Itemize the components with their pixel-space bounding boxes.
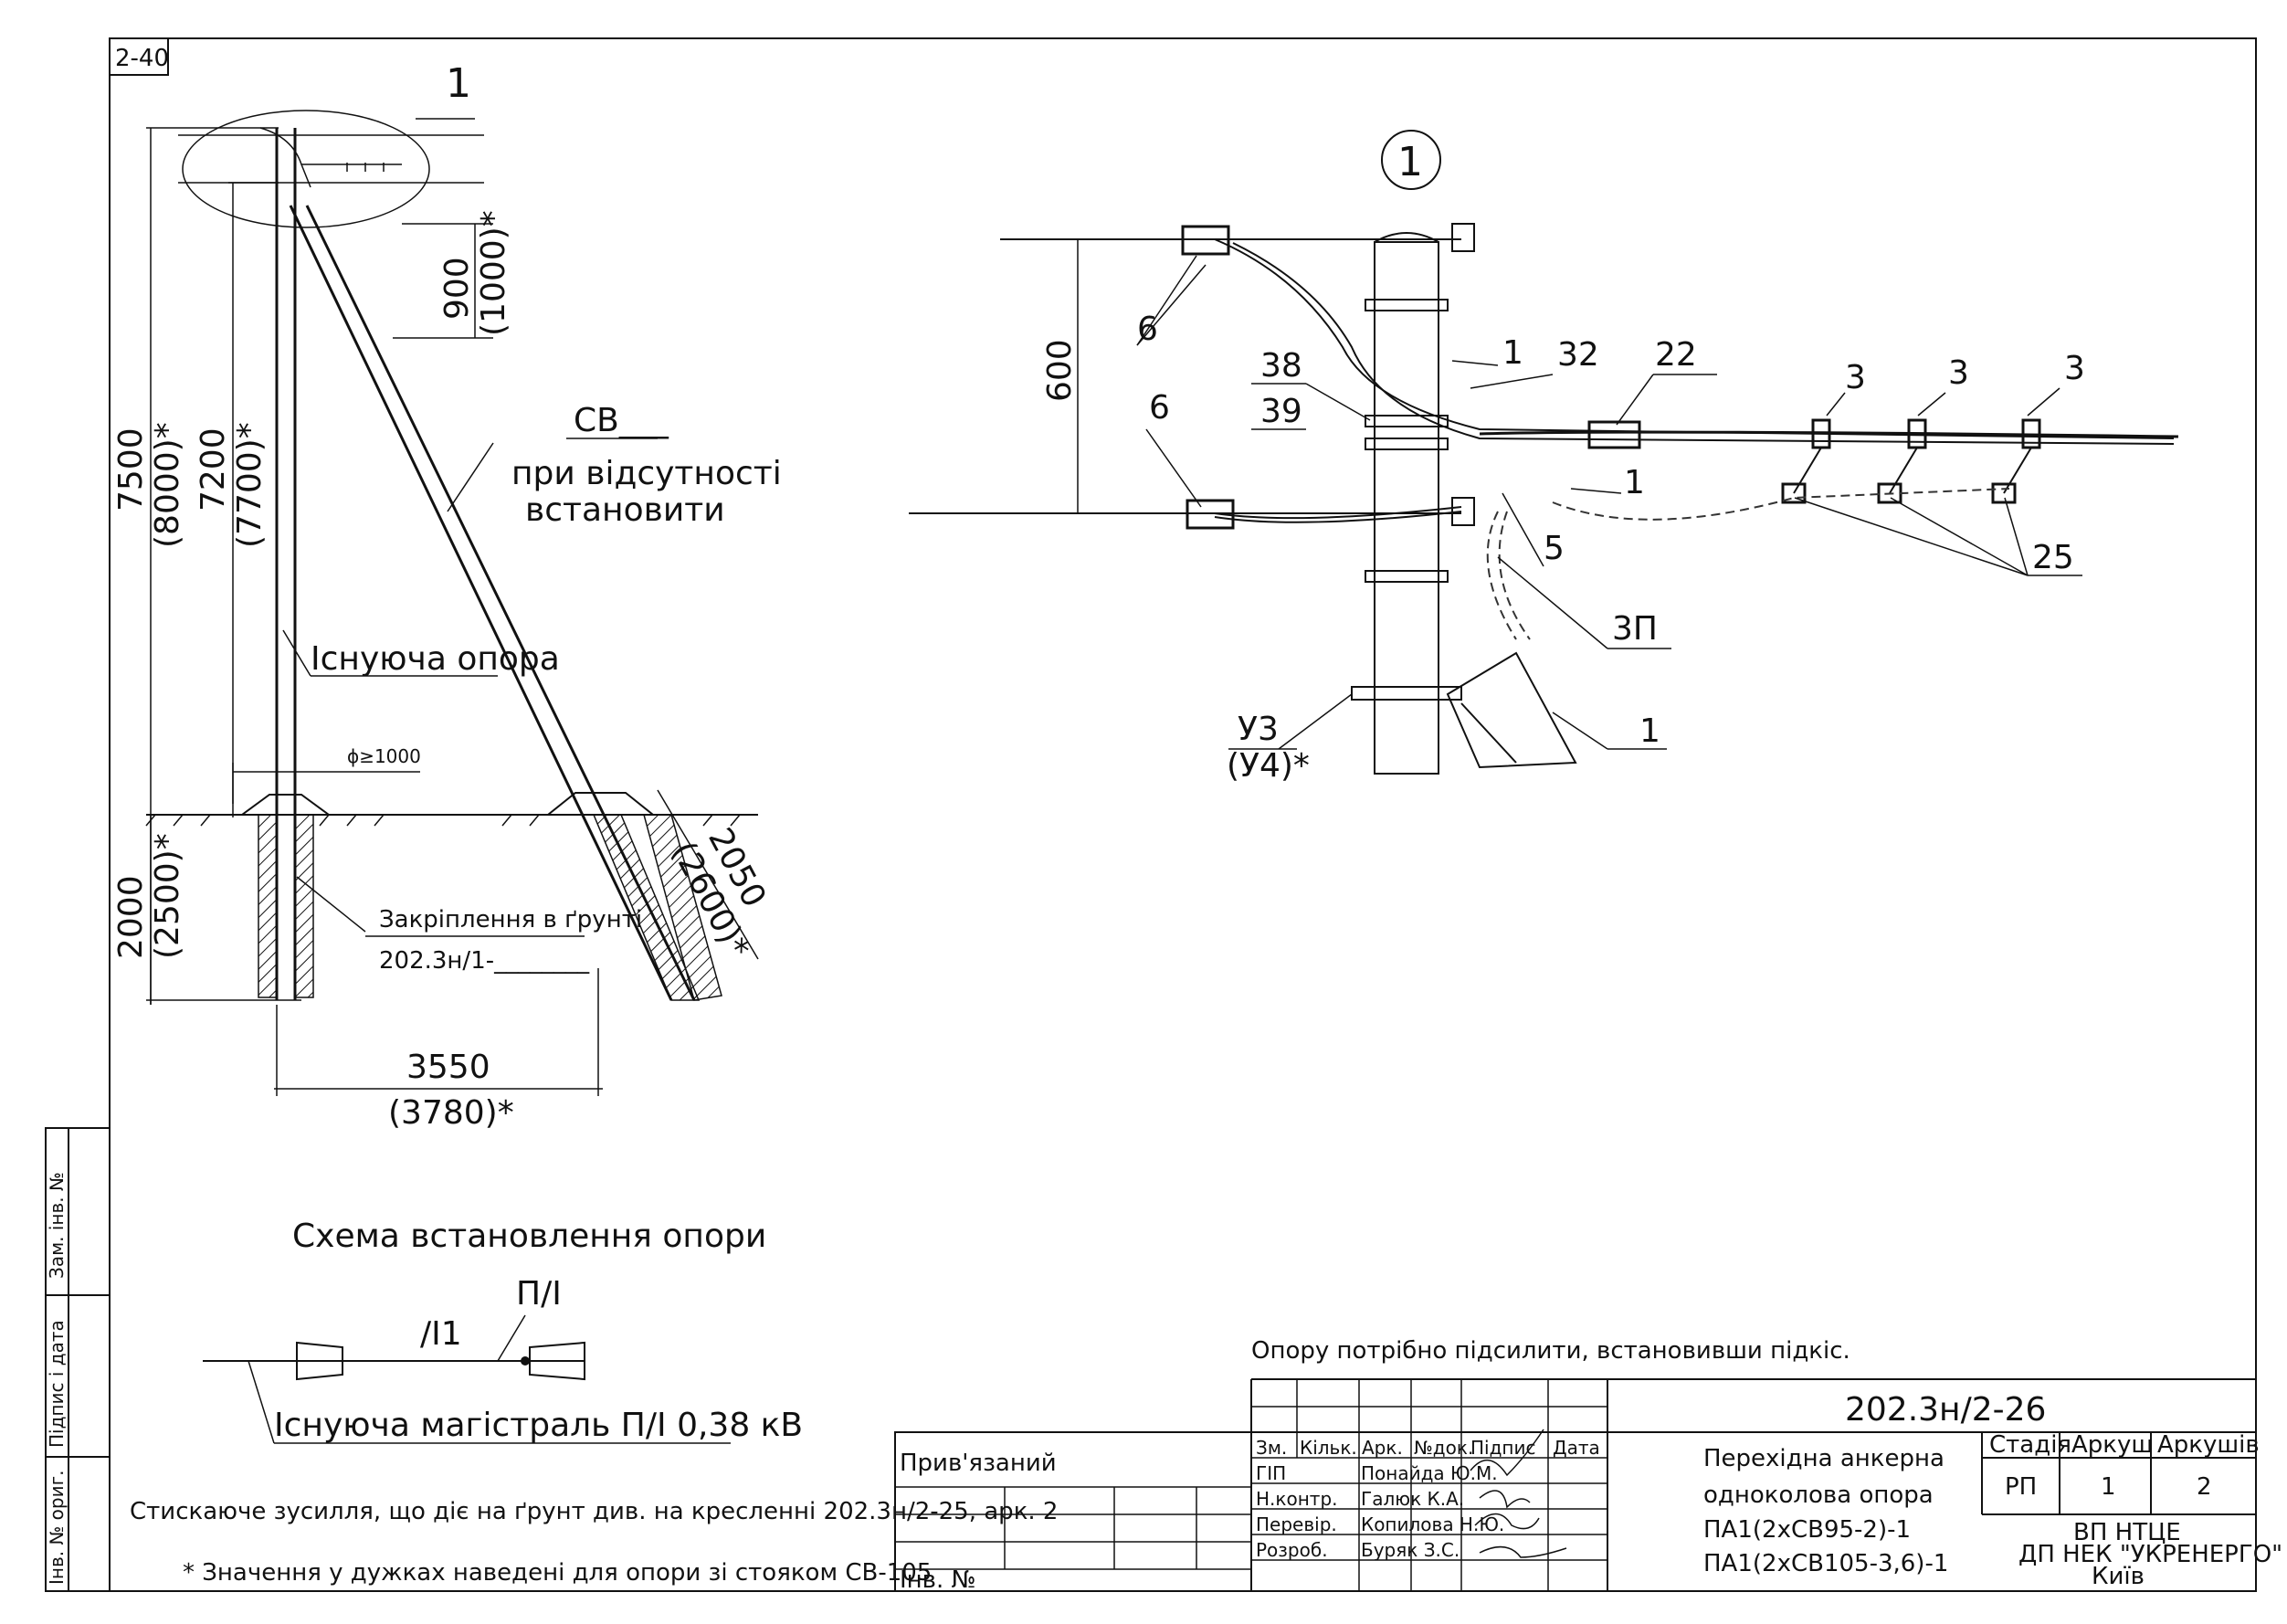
bottom-bracket [1446, 651, 1577, 769]
callout-u3: У3 [1238, 711, 1279, 748]
dim-7200: 7200 [195, 427, 232, 511]
side-zam: Зам. інв. № [46, 1172, 68, 1279]
dim-1000: (1000)* [475, 210, 512, 336]
tb-name-3: Буряк З.С. [1361, 1539, 1460, 1561]
tb-desc-4: ПА1(2хСВ105-3,6)-1 [1703, 1550, 1948, 1577]
side-pidpys: Підпис і дата [46, 1320, 68, 1448]
tb-sheets: 2 [2197, 1473, 2212, 1501]
tb-org-2: ДП НЕК "УКРЕНЕРГО" [2018, 1541, 2282, 1568]
tb-inv: Інв. № [900, 1566, 976, 1594]
callout-32: 32 [1557, 336, 1599, 374]
diameter-label: ϕ≥1000 [347, 745, 421, 767]
tb-role-1: Н.контр. [1256, 1488, 1338, 1510]
tb-stage: РП [2005, 1473, 2037, 1501]
callout-1b: 1 [1624, 464, 1645, 501]
tb-h-ark: Арк. [1362, 1437, 1403, 1459]
scheme-title: Схема встановлення опори [292, 1218, 766, 1255]
tb-sheet: 1 [2101, 1473, 2116, 1501]
tb-org-1: ВП НТЦЕ [2073, 1519, 2181, 1546]
side-stamp: Зам. інв. № Підпис і дата Інв. № ориг. [45, 1127, 111, 1592]
callout-1a: 1 [1502, 334, 1523, 372]
dim-7500: 7500 [112, 427, 150, 511]
detail-pole [1374, 241, 1439, 775]
strut-note-2: встановити [525, 491, 725, 529]
tb-org-3: Київ [2092, 1563, 2145, 1590]
tb-name-2: Копилова Н.Ю. [1361, 1513, 1504, 1535]
signatures [1470, 1429, 1567, 1558]
callout-6a: 6 [1137, 311, 1158, 348]
ground-fix-2: 202.3н/1-________ [379, 947, 590, 975]
note-strengthen: Опору потрібно підсилити, встановивши пі… [1251, 1337, 1850, 1365]
scheme-l1: /І1 [420, 1315, 462, 1353]
dim-3550: 3550 [406, 1049, 490, 1086]
detail-1: 1 [909, 130, 2179, 785]
strut-pole [289, 205, 673, 1001]
note-brackets: * Значення у дужках наведені для опори з… [183, 1559, 932, 1587]
tb-stage-h: Стадія [1989, 1431, 2071, 1459]
callout-38: 38 [1260, 347, 1302, 385]
clamp-22 [1587, 420, 1641, 449]
tb-role-0: ГІП [1256, 1462, 1286, 1484]
ground-fix-1: Закріплення в ґрунті [379, 906, 642, 933]
clamp-lower [1186, 499, 1235, 530]
top-detail-oval [182, 110, 430, 228]
callout-6b: 6 [1149, 389, 1170, 427]
callout-3a: 3 [1845, 359, 1866, 396]
installation-scheme: Схема встановлення опори П/І /І1 Існуюча… [203, 1218, 803, 1444]
scheme-right-insulator [529, 1341, 585, 1381]
dim-8000: (8000)* [149, 422, 186, 548]
corner-box [109, 37, 169, 76]
callout-1c: 1 [1639, 712, 1660, 750]
callout-u4: (У4)* [1227, 747, 1310, 785]
title-block: Прив'язаний Інв. № Зм. Кільк. Арк. №док.… [894, 1378, 2282, 1594]
tb-role-3: Розроб. [1256, 1539, 1328, 1561]
callout-25: 25 [2032, 539, 2074, 576]
tb-sheets-h: Аркушів [2157, 1431, 2260, 1459]
callout-3b: 3 [1948, 354, 1969, 392]
dim-7700: (7700)* [231, 422, 269, 548]
bundle [1479, 430, 2179, 438]
side-inv: Інв. № ориг. [46, 1471, 68, 1585]
strut-note-1: при відсутності [511, 455, 782, 492]
callout-3p: 3П [1612, 610, 1658, 648]
left-callout-number: 1 [446, 60, 471, 107]
tb-name-1: Галюк К.А. [1361, 1488, 1464, 1510]
callout-5: 5 [1544, 530, 1565, 567]
tb-h-data: Дата [1553, 1437, 1600, 1459]
note-force: Стискаюче зусилля, що діє на ґрунт див. … [130, 1498, 1058, 1525]
detail-circle-number: 1 [1397, 139, 1423, 185]
callout-39: 39 [1260, 393, 1302, 430]
tb-h-zm: Зм. [1256, 1437, 1287, 1459]
scheme-main-line: Існуюча магістраль П/І 0,38 кВ [274, 1407, 803, 1444]
tb-desc-2: одноколова опора [1703, 1482, 1934, 1509]
tb-bound: Прив'язаний [900, 1450, 1057, 1477]
dim-3780: (3780)* [388, 1094, 514, 1132]
pole-side-view: 1 900 (1000)* 7500 (8000)* 7200 (7700)* … [112, 60, 782, 1132]
callout-3c: 3 [2064, 350, 2085, 387]
tb-role-2: Перевір. [1256, 1513, 1337, 1535]
tb-desc-1: Перехідна анкерна [1703, 1445, 1944, 1472]
strut-label: СВ___ [574, 402, 669, 439]
tb-doc-number: 202.3н/2-26 [1845, 1391, 2046, 1429]
dim-2000: 2000 [112, 875, 150, 959]
corner-label: 2-40 [115, 45, 169, 72]
tb-name-0: Понайда Ю.М. [1361, 1462, 1498, 1484]
dim-2500: (2500)* [149, 833, 186, 959]
scheme-pl: П/І [516, 1275, 562, 1313]
dim-600: 600 [1041, 339, 1079, 402]
callout-22: 22 [1655, 336, 1697, 374]
scheme-left-insulator [296, 1341, 343, 1381]
dim-900: 900 [438, 257, 476, 320]
existing-pole-label: Існуюча опора [311, 640, 560, 678]
tb-sheet-h: Аркуш [2071, 1431, 2153, 1459]
tb-h-doc: №док. [1414, 1437, 1473, 1459]
tb-h-kilk: Кільк. [1300, 1437, 1357, 1459]
clamp-upper [1181, 225, 1230, 256]
tb-h-pidpys: Підпис [1470, 1437, 1536, 1459]
tb-desc-3: ПА1(2хСВ95-2)-1 [1703, 1516, 1911, 1544]
detail-circle [1381, 130, 1441, 190]
